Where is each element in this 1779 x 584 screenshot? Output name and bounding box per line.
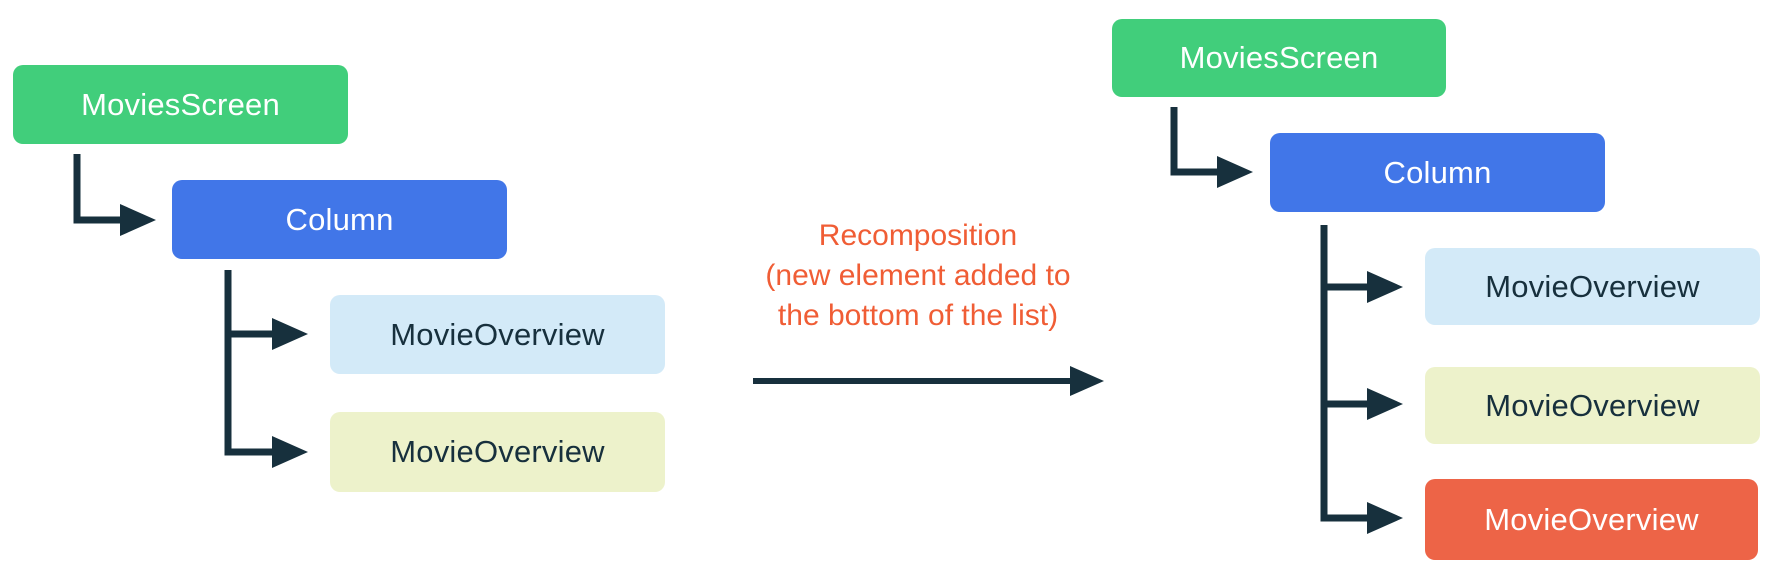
arrowhead-icon: [1217, 156, 1253, 188]
node-label: Column: [285, 201, 394, 237]
arrowhead-icon: [1070, 366, 1104, 396]
left-tree-node-moviesscreen: MoviesScreen: [13, 65, 348, 144]
right-tree-node-column: Column: [1270, 133, 1605, 212]
left-connector-moviesscreen-to-column: [73, 154, 156, 236]
node-label: MovieOverview: [1484, 501, 1699, 537]
recomposition-arrow: [753, 366, 1104, 396]
node-label: MovieOverview: [1485, 268, 1700, 304]
right-tree-node-movieoverview-1: MovieOverview: [1425, 248, 1760, 325]
annotation-line-1: Recomposition: [818, 219, 1018, 252]
right-tree-node-movieoverview-new: MovieOverview: [1425, 479, 1758, 560]
arrowhead-icon: [272, 318, 308, 350]
recomposition-annotation: Recomposition (new element added to the …: [658, 216, 1178, 336]
arrowhead-icon: [1367, 502, 1403, 534]
arrowhead-icon: [1367, 271, 1403, 303]
annotation-line-2: (new element added to: [765, 259, 1071, 292]
right-connector-column-to-children: [1320, 225, 1403, 534]
node-label: Column: [1383, 154, 1492, 190]
left-tree-node-movieoverview-1: MovieOverview: [330, 295, 665, 374]
left-tree-node-movieoverview-2: MovieOverview: [330, 412, 665, 492]
node-label: MoviesScreen: [1179, 40, 1379, 75]
right-tree-node-moviesscreen: MoviesScreen: [1112, 19, 1446, 97]
node-label: MovieOverview: [1485, 387, 1700, 423]
node-label: MovieOverview: [390, 434, 605, 469]
annotation-line-3: the bottom of the list): [777, 299, 1059, 332]
right-tree-node-movieoverview-2: MovieOverview: [1425, 367, 1760, 444]
right-connector-moviesscreen-to-column: [1170, 107, 1253, 188]
node-label: MoviesScreen: [81, 86, 280, 122]
arrowhead-icon: [120, 204, 156, 236]
node-label: MovieOverview: [390, 316, 605, 352]
left-connector-column-to-children: [224, 270, 308, 468]
arrowhead-icon: [272, 436, 308, 468]
left-tree-node-column: Column: [172, 180, 507, 259]
arrowhead-icon: [1367, 388, 1403, 420]
